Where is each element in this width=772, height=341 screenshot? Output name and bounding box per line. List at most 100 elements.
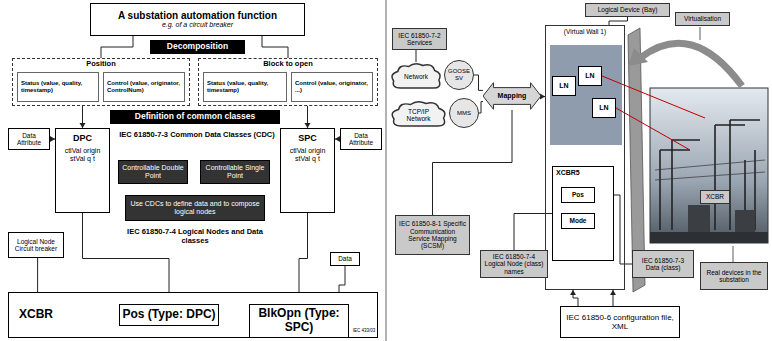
node-text: Use CDCs to define data and to compose l… <box>128 200 262 216</box>
node-subtext: ctlVal origin stVal q t <box>63 147 103 163</box>
network-cloud: Network <box>390 62 442 92</box>
callout-box: IEC 61850-7-3 Data (class) <box>632 250 694 278</box>
leader-line <box>733 246 734 262</box>
node-text: Control (value, originator, ControlNum) <box>107 80 181 94</box>
connector <box>514 214 552 251</box>
node-text: Data Attribute <box>11 132 47 147</box>
device-box: (Virtual Wall 1)LNLNLNXCBR5PosMode <box>545 25 625 290</box>
class-box: Controllable Double Point <box>118 160 188 184</box>
connector-line <box>474 75 483 90</box>
connector <box>262 36 288 58</box>
node-text: Position <box>86 60 116 69</box>
note-label: IEC 433/03 <box>350 328 378 333</box>
connector <box>83 213 173 304</box>
node-text: TCP/IP Network <box>398 108 439 123</box>
function-box: A substation automation functione.g. of … <box>90 3 305 36</box>
node-text: Decomposition <box>167 42 228 52</box>
cdc-box: DPC ctlVal origin stVal q t <box>55 128 110 213</box>
node-text: XCBR <box>19 308 53 322</box>
group-box: Block to openStatus (value, quality, tim… <box>198 58 378 106</box>
connector-line <box>299 213 308 304</box>
tag-box: Data <box>330 252 360 266</box>
node-text: LN <box>585 72 594 80</box>
node-text: GOOSE SV <box>447 68 471 82</box>
node-text: Block to open <box>263 60 313 69</box>
node-text: DPC <box>73 133 92 143</box>
data-item: Control (value, originator, ...) <box>291 72 373 102</box>
network-cloud: TCP/IP Network <box>390 100 447 130</box>
connector <box>101 36 133 58</box>
node-text: Controllable Double Point <box>121 164 185 180</box>
step-band: Definition of common classes <box>110 110 280 124</box>
node-text: Controllable Single Point <box>203 164 267 180</box>
connector <box>305 106 311 128</box>
arrow-outline <box>483 83 541 110</box>
node-text: IEC 61850-6 configuration file, XML <box>563 313 677 331</box>
node-text: Logical Node Circuit breaker <box>11 238 61 253</box>
node-text: XCBR5 <box>556 169 580 177</box>
connector-line <box>514 214 552 251</box>
node-text: Network <box>404 73 428 80</box>
node-text: Status (value, quality, timestamp) <box>21 80 95 94</box>
panel-divider <box>386 0 387 341</box>
node-text: IEC 61850-8-1 Specific Communication Ser… <box>399 220 466 250</box>
node-text: Control (value, originator, ...) <box>295 80 369 94</box>
connector <box>37 258 38 292</box>
cloud-outline <box>392 102 445 126</box>
node-text: Pos (Type: DPC) <box>122 308 215 322</box>
node-text: Logical Device (Bay) <box>598 6 658 13</box>
leader-line <box>700 27 701 40</box>
connector <box>474 75 483 90</box>
cloud-outline <box>392 64 440 88</box>
node-text: Status (value, quality, timestamp) <box>207 80 283 94</box>
node-subtext: e.g. of a circuit breaker <box>162 21 233 29</box>
node-text: A substation automation function <box>118 10 277 22</box>
virtualisation-arrow <box>640 43 742 86</box>
connector <box>296 213 308 304</box>
config-file-box: IEC 61850-6 configuration file, XML <box>560 306 680 338</box>
node-text: MMS <box>457 110 471 117</box>
node-text: Virtualisation <box>684 15 721 22</box>
callout-box: IEC 61850-7-2 Services <box>392 28 447 50</box>
cdc-box: SPC ctlVal origin stVal q t <box>280 128 335 213</box>
node-subtext: ctlVal origin stVal q t <box>288 147 328 163</box>
data-box: BlkOpn (Type: SPC) <box>249 304 349 338</box>
step-band: Decomposition <box>150 40 245 54</box>
arrow-head <box>628 48 648 66</box>
substation-photo <box>650 88 768 243</box>
connector <box>416 50 417 62</box>
mapping-arrow: Mapping <box>483 82 541 110</box>
step-band: Use CDCs to define data and to compose l… <box>125 195 265 221</box>
connector-line <box>433 110 513 215</box>
tag-box: Logical Node Circuit breaker <box>8 232 64 258</box>
connector-line <box>101 36 133 58</box>
node-text: LN <box>599 104 608 112</box>
arrow-head <box>570 290 576 295</box>
node-text: SPC <box>298 133 317 143</box>
connector <box>80 106 86 128</box>
connector-line <box>479 102 483 113</box>
tag-box: Data Attribute <box>340 128 382 150</box>
callout-box: XCBR <box>700 190 730 204</box>
data-item: Control (value, originator, ControlNum) <box>103 72 185 102</box>
data-box: Mode <box>561 213 595 229</box>
data-box: Pos (Type: DPC) <box>119 304 219 326</box>
callout-box: Logical Device (Bay) <box>585 3 670 17</box>
node-text: Mapping <box>498 92 527 100</box>
note-label: IEC 61850-7-4 Logical Nodes and Data cla… <box>120 228 270 245</box>
connector <box>433 110 513 215</box>
protocol-circle: GOOSE SV <box>444 60 474 90</box>
node-text: (Virtual Wall 1) <box>564 28 606 35</box>
node-text: IEC 61850-7-4 Logical Node (class) names <box>484 253 544 275</box>
logical-node: LN <box>578 66 602 86</box>
logical-node-box: XCBR5PosMode <box>552 166 614 261</box>
node-text: Mode <box>570 217 587 224</box>
node-text: Definition of common classes <box>135 112 255 122</box>
protocol-circle: MMS <box>449 98 479 128</box>
node-text: Data <box>338 255 352 262</box>
data-item: Status (value, quality, timestamp) <box>17 72 99 102</box>
group-box: PositionStatus (value, quality, timestam… <box>12 58 190 106</box>
data-box: Pos <box>561 187 595 203</box>
node-text: Data Attribute <box>343 132 379 147</box>
